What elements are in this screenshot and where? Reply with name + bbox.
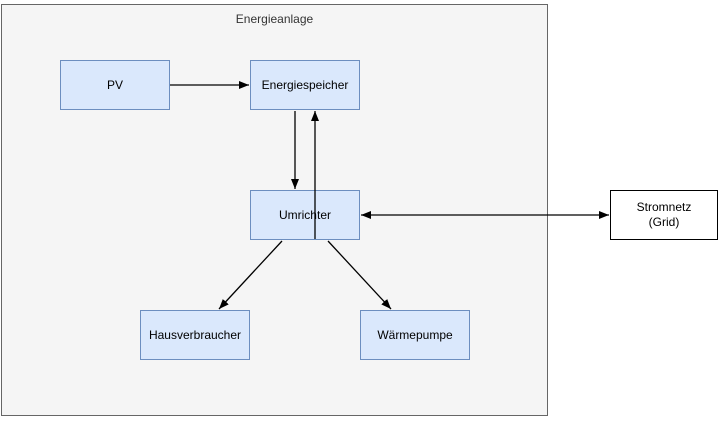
- node-stromnetz-grid[interactable]: Stromnetz (Grid): [610, 190, 718, 240]
- node-pv[interactable]: PV: [60, 60, 170, 110]
- container-title: Energieanlage: [235, 12, 314, 26]
- node-stromnetz-label: Stromnetz: [636, 200, 692, 214]
- node-stromnetz-sublabel: (Grid): [648, 215, 680, 229]
- node-waermepumpe[interactable]: Wärmepumpe: [360, 310, 470, 360]
- node-hausverbraucher[interactable]: Hausverbraucher: [140, 310, 250, 360]
- node-energiespeicher[interactable]: Energiespeicher: [250, 60, 360, 110]
- node-umrichter-label: Umrichter: [278, 207, 331, 222]
- node-waermepumpe-label: Wärmepumpe: [377, 327, 453, 342]
- node-energiespeicher-label: Energiespeicher: [261, 77, 349, 92]
- node-hausverbraucher-label: Hausverbraucher: [148, 327, 242, 342]
- node-pv-label: PV: [106, 77, 123, 92]
- node-umrichter[interactable]: Umrichter: [250, 190, 360, 240]
